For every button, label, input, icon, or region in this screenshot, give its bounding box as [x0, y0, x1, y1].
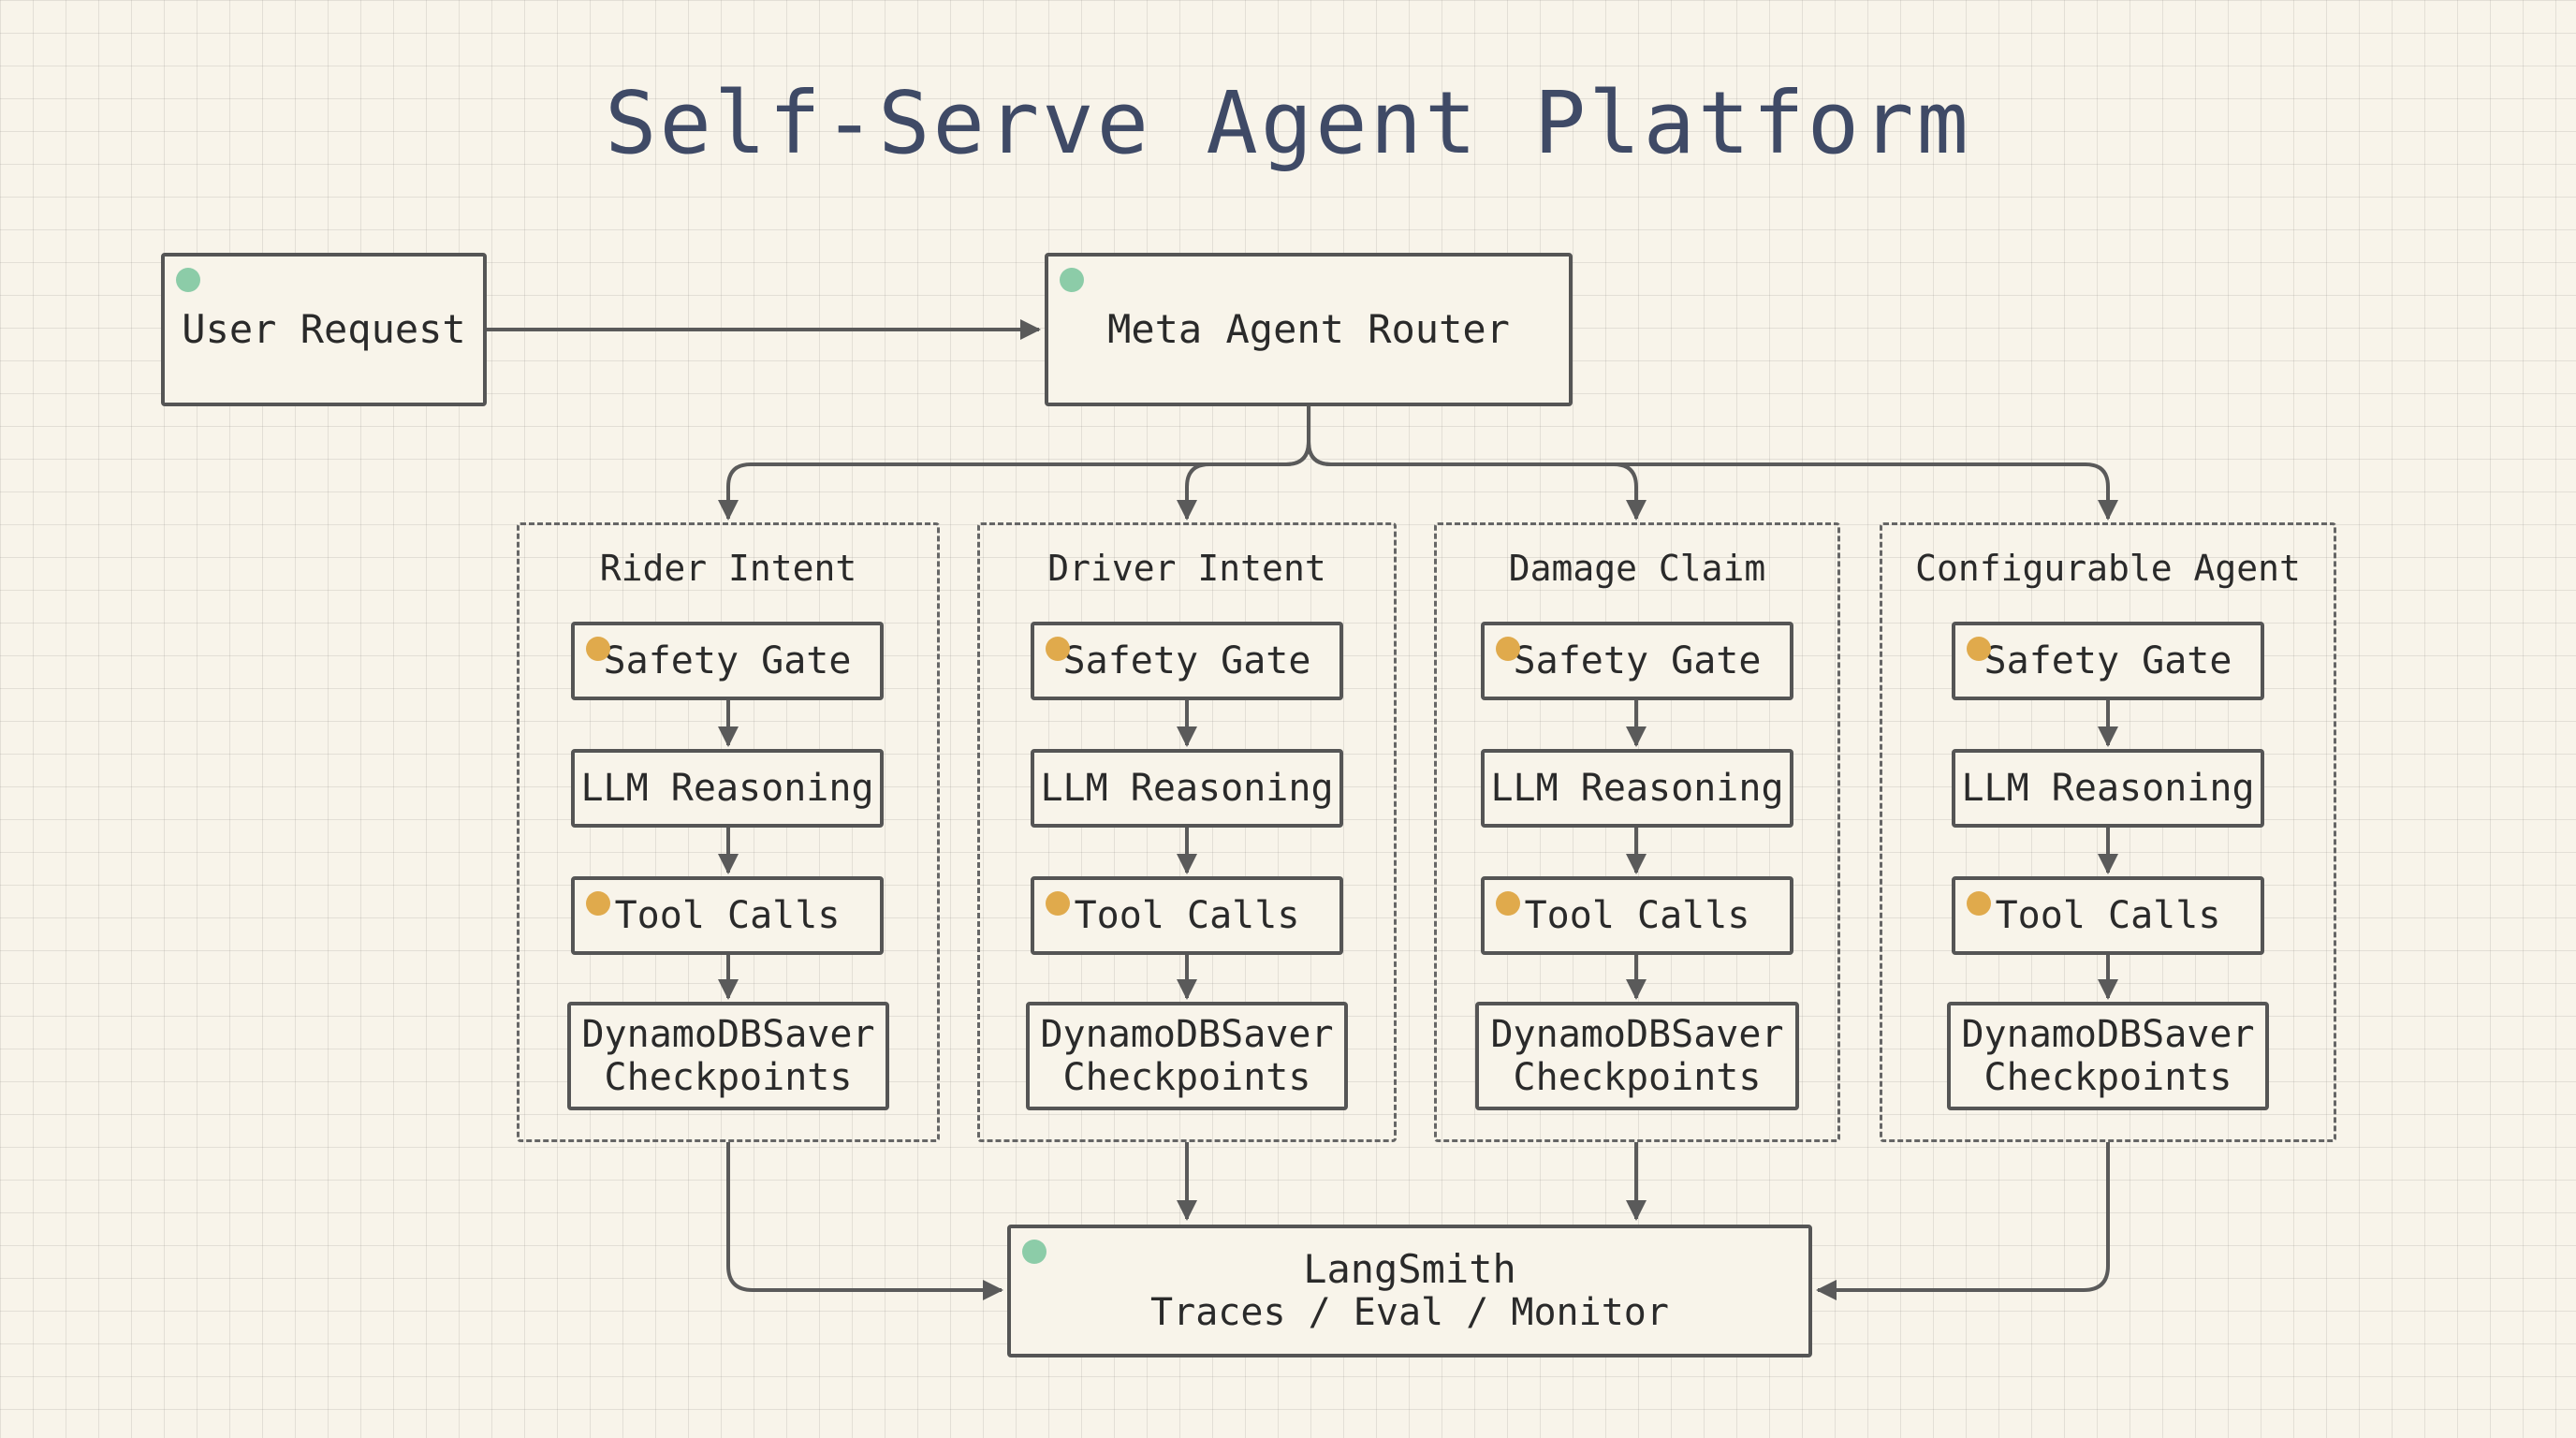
checkpoints-label: Checkpoints	[1983, 1056, 2232, 1099]
llm-reasoning-node[interactable]: LLM Reasoning	[1481, 749, 1793, 828]
safety-gate-node[interactable]: Safety Gate	[1031, 622, 1343, 700]
checkpoints-label: Checkpoints	[1062, 1056, 1311, 1099]
warning-dot-icon	[1496, 891, 1520, 916]
dynamodb-saver-node[interactable]: DynamoDBSaver Checkpoints	[1947, 1002, 2269, 1110]
group-label: Driver Intent	[1047, 548, 1326, 589]
group-label: Configurable Agent	[1915, 548, 2301, 589]
llm-reasoning-node[interactable]: LLM Reasoning	[1952, 749, 2264, 828]
status-dot-icon	[176, 268, 200, 292]
tool-calls-label: Tool Calls	[614, 894, 841, 937]
langsmith-node[interactable]: LangSmith Traces / Eval / Monitor	[1007, 1225, 1812, 1357]
group-rider-intent: Rider Intent	[517, 522, 940, 1142]
safety-gate-label: Safety Gate	[603, 639, 852, 682]
safety-gate-label: Safety Gate	[1513, 639, 1762, 682]
user-request-node[interactable]: User Request	[161, 253, 487, 406]
llm-reasoning-label: LLM Reasoning	[1040, 767, 1334, 810]
warning-dot-icon	[586, 891, 610, 916]
safety-gate-node[interactable]: Safety Gate	[571, 622, 884, 700]
dynamodb-saver-node[interactable]: DynamoDBSaver Checkpoints	[1026, 1002, 1348, 1110]
meta-agent-router-node[interactable]: Meta Agent Router	[1045, 253, 1573, 406]
status-dot-icon	[1022, 1240, 1046, 1264]
warning-dot-icon	[1967, 891, 1991, 916]
llm-reasoning-label: LLM Reasoning	[580, 767, 874, 810]
group-label: Damage Claim	[1508, 548, 1766, 589]
group-damage-claim: Damage Claim	[1434, 522, 1840, 1142]
group-driver-intent: Driver Intent	[977, 522, 1397, 1142]
warning-dot-icon	[1967, 637, 1991, 661]
safety-gate-node[interactable]: Safety Gate	[1481, 622, 1793, 700]
dynamodb-saver-label: DynamoDBSaver	[1040, 1013, 1334, 1056]
tool-calls-label: Tool Calls	[1524, 894, 1750, 937]
warning-dot-icon	[586, 637, 610, 661]
langsmith-title: LangSmith	[1303, 1246, 1516, 1292]
group-configurable-agent: Configurable Agent	[1880, 522, 2336, 1142]
checkpoints-label: Checkpoints	[604, 1056, 853, 1099]
tool-calls-label: Tool Calls	[1995, 894, 2221, 937]
connector-router-to-group-4	[1307, 406, 2118, 521]
safety-gate-label: Safety Gate	[1983, 639, 2232, 682]
status-dot-icon	[1060, 268, 1084, 292]
dynamodb-saver-label: DynamoDBSaver	[1490, 1013, 1784, 1056]
llm-reasoning-label: LLM Reasoning	[1490, 767, 1784, 810]
tool-calls-node[interactable]: Tool Calls	[1952, 876, 2264, 955]
dynamodb-saver-node[interactable]: DynamoDBSaver Checkpoints	[567, 1002, 889, 1110]
llm-reasoning-label: LLM Reasoning	[1961, 767, 2255, 810]
warning-dot-icon	[1046, 891, 1070, 916]
connector-group-1-to-langsmith	[726, 1142, 1003, 1300]
tool-calls-label: Tool Calls	[1074, 894, 1300, 937]
meta-agent-router-label: Meta Agent Router	[1107, 306, 1510, 352]
llm-reasoning-node[interactable]: LLM Reasoning	[571, 749, 884, 828]
safety-gate-node[interactable]: Safety Gate	[1952, 622, 2264, 700]
langsmith-subtitle: Traces / Eval / Monitor	[1150, 1291, 1669, 1334]
checkpoints-label: Checkpoints	[1513, 1056, 1762, 1099]
user-request-label: User Request	[182, 306, 466, 352]
connector-group-4-to-langsmith	[1816, 1142, 2110, 1300]
tool-calls-node[interactable]: Tool Calls	[571, 876, 884, 955]
connector-router-to-group-2	[1177, 406, 1310, 521]
dynamodb-saver-label: DynamoDBSaver	[581, 1013, 875, 1056]
warning-dot-icon	[1496, 637, 1520, 661]
llm-reasoning-node[interactable]: LLM Reasoning	[1031, 749, 1343, 828]
tool-calls-node[interactable]: Tool Calls	[1481, 876, 1793, 955]
dynamodb-saver-label: DynamoDBSaver	[1961, 1013, 2255, 1056]
tool-calls-node[interactable]: Tool Calls	[1031, 876, 1343, 955]
group-label: Rider Intent	[599, 548, 857, 589]
dynamodb-saver-node[interactable]: DynamoDBSaver Checkpoints	[1475, 1002, 1799, 1110]
page-title: Self-Serve Agent Platform	[605, 73, 1971, 173]
safety-gate-label: Safety Gate	[1062, 639, 1311, 682]
warning-dot-icon	[1046, 637, 1070, 661]
